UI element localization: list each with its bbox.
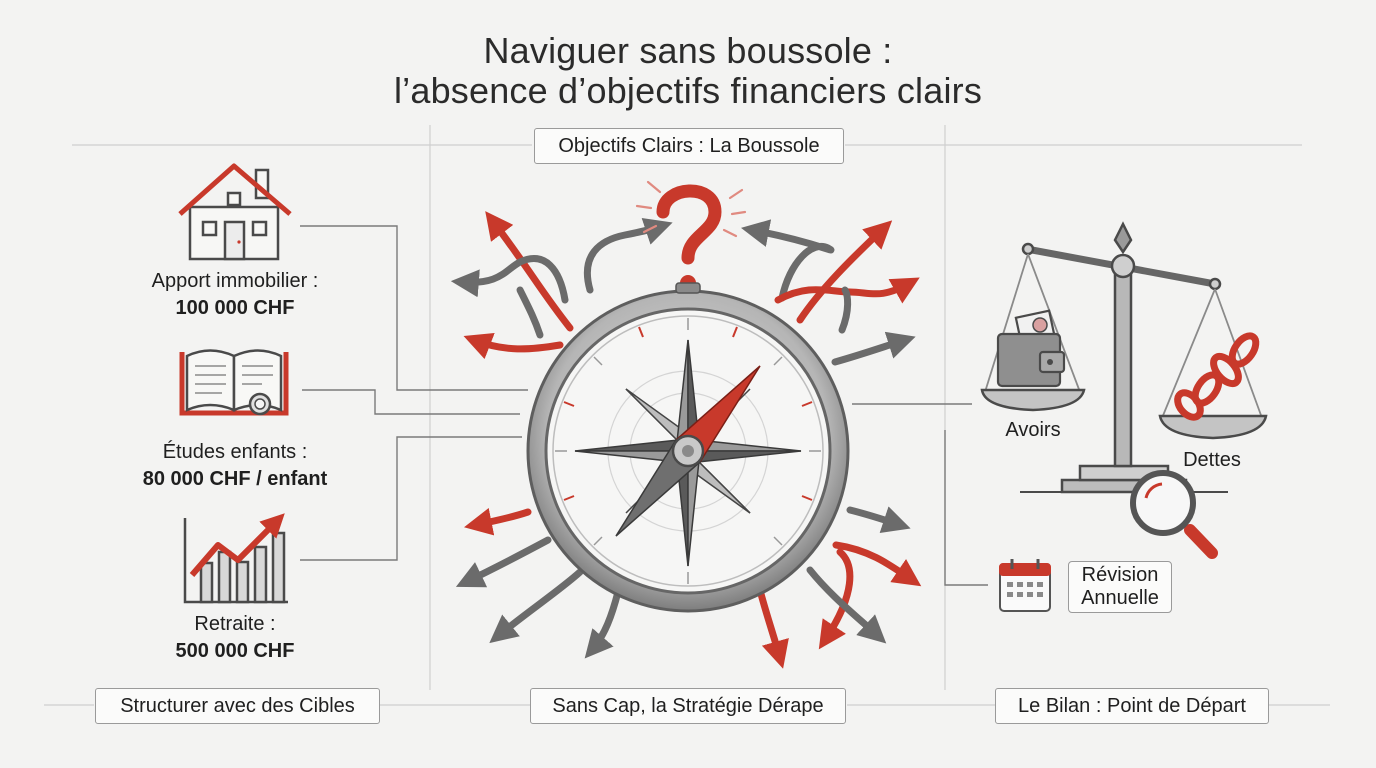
magnifier-icon — [1130, 470, 1218, 559]
goal-retraite: Retraite : 500 000 CHF — [110, 613, 360, 663]
goal-apport: Apport immobilier : 100 000 CHF — [110, 270, 360, 320]
annual-review-line-2: Annuelle — [1081, 587, 1159, 609]
chaotic-arrows — [450, 211, 922, 669]
section-box-bilan: Le Bilan : Point de Départ — [995, 688, 1269, 724]
house-icon — [178, 163, 292, 261]
page-title-line-1: Naviguer sans boussole : — [483, 30, 893, 71]
goal-connectors — [300, 225, 988, 586]
growth-chart-icon — [183, 513, 288, 604]
page-title-line-2: l’absence d’objectifs financiers clairs — [393, 70, 983, 111]
goal-etudes-label: Études enfants : — [162, 441, 308, 463]
assets-label: Avoirs — [1005, 419, 1061, 441]
section-box-structurer: Structurer avec des Cibles — [95, 688, 380, 724]
frame-lines — [44, 125, 1330, 706]
goal-etudes: Études enfants : 80 000 CHF / enfant — [100, 441, 370, 491]
goal-apport-value: 100 000 CHF — [175, 297, 295, 319]
section-box-objectifs: Objectifs Clairs : La Boussole — [534, 128, 844, 164]
goal-retraite-value: 500 000 CHF — [175, 640, 295, 662]
balance-scale-icon — [980, 221, 1268, 494]
annual-review-box: Révision Annuelle — [1068, 561, 1172, 613]
question-mark-icon — [635, 180, 747, 291]
goal-etudes-value: 80 000 CHF / enfant — [142, 468, 328, 490]
goal-apport-label: Apport immobilier : — [151, 270, 319, 292]
book-icon — [179, 349, 289, 416]
chain-icon — [1174, 332, 1260, 421]
calendar-icon — [999, 559, 1051, 612]
annual-review-line-1: Révision — [1081, 564, 1159, 586]
debts-label: Dettes — [1183, 449, 1241, 471]
goal-retraite-label: Retraite : — [194, 613, 276, 635]
compass-icon — [526, 282, 850, 613]
wallet-icon — [996, 309, 1066, 388]
section-box-sans-cap: Sans Cap, la Stratégie Dérape — [530, 688, 846, 724]
